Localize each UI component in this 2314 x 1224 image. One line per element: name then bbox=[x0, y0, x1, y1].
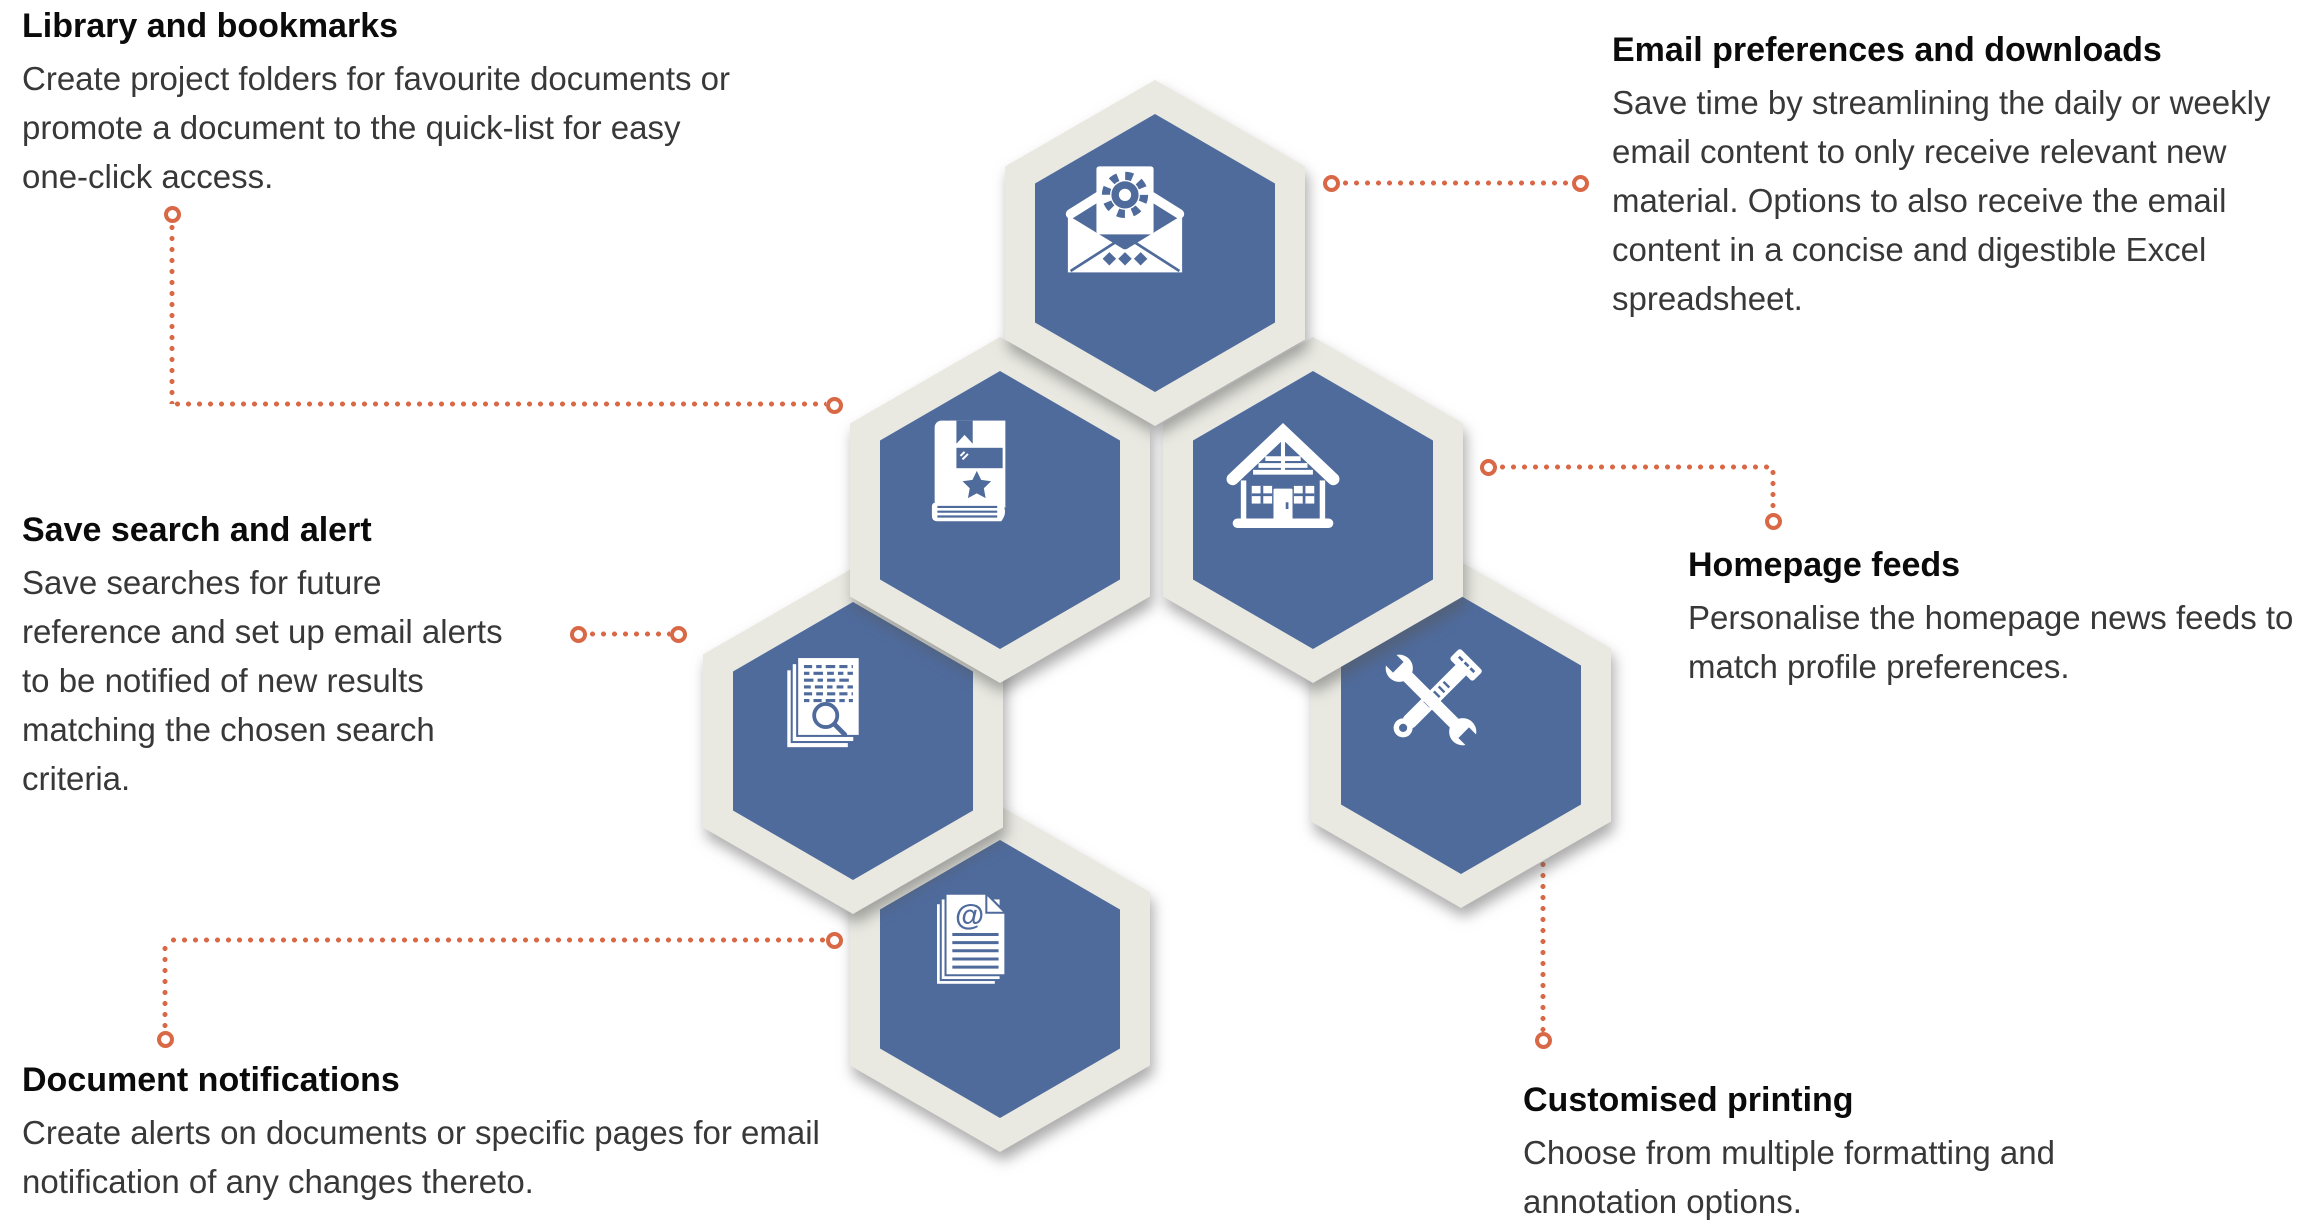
connector-homepage-end-ring bbox=[1765, 513, 1782, 530]
feature-save-search: Save search and alert Save searches for … bbox=[22, 508, 512, 803]
feature-library: Library and bookmarks Create project fol… bbox=[22, 4, 752, 201]
connector-homepage-hline bbox=[1497, 464, 1774, 470]
connector-library-hline bbox=[172, 401, 826, 407]
connector-search-start-ring bbox=[570, 626, 587, 643]
feature-homepage-feeds-title: Homepage feeds bbox=[1688, 543, 2314, 587]
connector-homepage-vline bbox=[1770, 467, 1776, 513]
hexagon-email-preferences bbox=[1005, 80, 1305, 426]
connector-email-hline bbox=[1340, 180, 1572, 186]
connector-library-end-ring bbox=[826, 397, 843, 414]
connector-library-start-ring bbox=[164, 206, 181, 223]
feature-document-notifications-title: Document notifications bbox=[22, 1058, 842, 1102]
feature-library-description: Create project folders for favourite doc… bbox=[22, 54, 752, 201]
feature-homepage-feeds: Homepage feeds Personalise the homepage … bbox=[1688, 543, 2314, 691]
feature-email-preferences-description: Save time by streamlining the daily or w… bbox=[1612, 78, 2292, 323]
feature-customised-printing-title: Customised printing bbox=[1523, 1078, 2203, 1122]
connector-email-end-ring bbox=[1572, 175, 1589, 192]
hexagon-border bbox=[1005, 80, 1305, 426]
connector-library-vline bbox=[169, 222, 175, 404]
feature-library-title: Library and bookmarks bbox=[22, 4, 752, 48]
connector-printing-end-ring bbox=[1535, 1032, 1552, 1049]
book-bookmark-star-icon bbox=[902, 407, 1038, 543]
connector-notifications-end-ring bbox=[157, 1031, 174, 1048]
connector-notifications-hline bbox=[168, 937, 826, 943]
feature-customised-printing-description: Choose from multiple formatting and anno… bbox=[1523, 1128, 2203, 1224]
feature-customised-printing: Customised printing Choose from multiple… bbox=[1523, 1078, 2203, 1224]
feature-document-notifications: Document notifications Create alerts on … bbox=[22, 1058, 842, 1206]
feature-email-preferences-title: Email preferences and downloads bbox=[1612, 28, 2292, 72]
feature-homepage-feeds-description: Personalise the homepage news feeds to m… bbox=[1688, 593, 2314, 691]
envelope-gear-icon bbox=[1057, 150, 1193, 286]
feature-email-preferences: Email preferences and downloads Save tim… bbox=[1612, 28, 2292, 323]
house-icon bbox=[1215, 407, 1351, 543]
feature-document-notifications-description: Create alerts on documents or specific p… bbox=[22, 1108, 842, 1206]
feature-save-search-title: Save search and alert bbox=[22, 508, 512, 552]
connector-notifications-vline bbox=[162, 943, 168, 1031]
connector-homepage-start-ring bbox=[1480, 459, 1497, 476]
feature-save-search-description: Save searches for future reference and s… bbox=[22, 558, 512, 803]
connector-search-end-ring bbox=[670, 626, 687, 643]
connector-email-start-ring bbox=[1323, 175, 1340, 192]
connector-notifications-start-ring bbox=[826, 932, 843, 949]
connector-search-hline bbox=[587, 631, 670, 637]
